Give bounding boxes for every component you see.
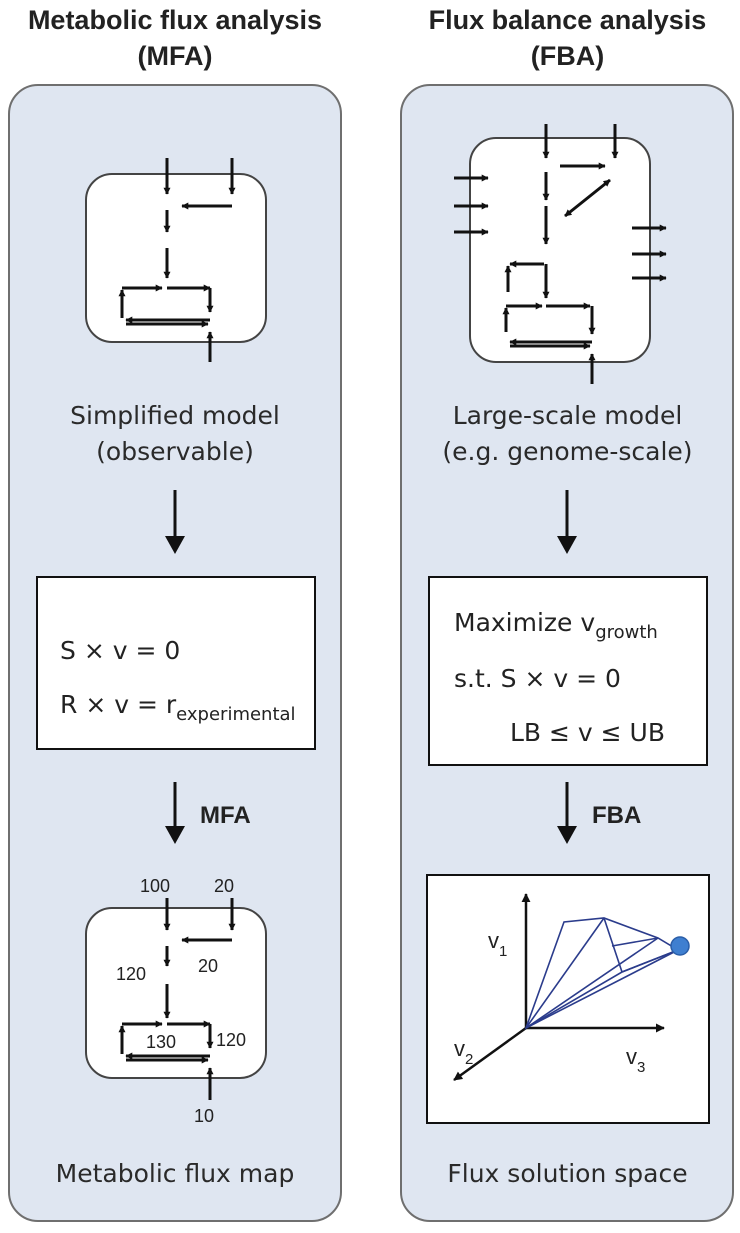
flux-branch: 20 [198, 956, 218, 976]
fba-eq1: Maximize vgrowth [454, 608, 658, 643]
fba-title-line1: Flux balance analysis [428, 5, 707, 35]
mfa-model-caption-line1: Simplified model [70, 401, 280, 430]
flux-right: 120 [216, 1030, 246, 1050]
fba-eq2: s.t. S × v = 0 [454, 664, 621, 693]
mfa-flux-map: 100 20 20 120 130 120 10 [85, 876, 267, 1126]
axis-label-v3-main: v [626, 1044, 637, 1069]
fba-large-scale-network [454, 124, 667, 384]
mfa-model-caption: Simplified model (observable) [20, 398, 330, 470]
fba-eq3: LB ≤ v ≤ UB [510, 718, 666, 747]
compartment-box [85, 907, 267, 1079]
fba-title: Flux balance analysis (FBA) [395, 2, 740, 74]
mfa-equation-box: S × v = 0 R × v = rexperimental [36, 576, 316, 750]
fba-step-label: FBA [592, 802, 642, 829]
flux-cycle: 130 [146, 1032, 176, 1052]
axis-label-v1-sub: 1 [499, 943, 507, 960]
feasible-polytope [524, 917, 680, 1030]
mfa-model-caption-line2: (observable) [96, 437, 254, 466]
axis-label-v1-main: v [488, 928, 499, 953]
mfa-eq1: S × v = 0 [60, 636, 181, 665]
mfa-result-caption: Metabolic flux map [55, 1159, 295, 1188]
fba-result-caption: Flux solution space [447, 1159, 688, 1188]
mfa-eq2: R × v = rexperimental [60, 690, 296, 725]
fba-eq1-main: Maximize v [454, 608, 596, 637]
fba-title-line2: (FBA) [530, 41, 605, 71]
fba-model-caption: Large-scale model (e.g. genome-scale) [410, 398, 725, 470]
fba-arrow-down-2 [557, 782, 577, 844]
mfa-title: Metabolic flux analysis (MFA) [0, 2, 350, 74]
fba-model-caption-line2: (e.g. genome-scale) [442, 437, 693, 466]
flux-bottom: 10 [194, 1106, 214, 1126]
flux-in-right: 20 [214, 876, 234, 896]
axis-label-v2-sub: 2 [465, 1051, 473, 1068]
fba-arrow-down-1 [557, 490, 577, 554]
flux-main: 120 [116, 964, 146, 984]
optimal-point [670, 936, 690, 956]
mfa-title-line2: (MFA) [137, 41, 213, 71]
mfa-title-line1: Metabolic flux analysis [27, 5, 323, 35]
fba-equation-box: Maximize vgrowth s.t. S × v = 0 LB ≤ v ≤… [428, 576, 708, 766]
axis-label-v3-sub: 3 [637, 1059, 645, 1076]
axis-v2 [453, 1026, 527, 1082]
mfa-arrow-down-1 [165, 490, 185, 554]
mfa-arrow-down-2 [165, 782, 185, 844]
flux-in-left: 100 [140, 876, 170, 896]
compartment-box [469, 137, 651, 363]
compartment-box [85, 173, 267, 343]
axis-label-v2-main: v [454, 1036, 465, 1061]
mfa-eq2-main: R × v = r [60, 690, 177, 719]
fba-solution-space: v1 v2 v3 [453, 893, 690, 1082]
fba-eq1-sub: growth [595, 622, 658, 643]
axis-label-v1: v1 [488, 928, 507, 960]
mfa-step-label: MFA [200, 802, 251, 829]
mfa-simplified-network [85, 158, 267, 362]
axis-label-v3: v3 [626, 1044, 645, 1076]
fba-model-caption-line1: Large-scale model [452, 401, 683, 430]
mfa-eq2-sub: experimental [176, 704, 296, 725]
axis-label-v2: v2 [454, 1036, 473, 1068]
